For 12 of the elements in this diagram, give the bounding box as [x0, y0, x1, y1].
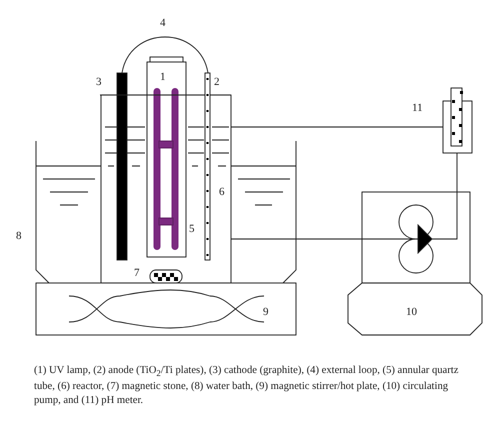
callout-number: 5	[189, 223, 194, 235]
callout-number: 11	[412, 102, 423, 114]
callout-number: 3	[96, 76, 102, 88]
callout-number: 4	[160, 17, 166, 29]
callout-number: 1	[160, 71, 166, 83]
callout-number: 7	[134, 267, 140, 279]
callout-number: 2	[214, 76, 220, 88]
callout-number: 8	[16, 230, 22, 242]
callout-number: 6	[219, 186, 224, 198]
callout-number: 9	[263, 306, 268, 318]
callout-number: 10	[406, 306, 417, 318]
figure-caption: (1) UV lamp, (2) anode (TiO$_{2}$/Ti plates), (3) cathode (graphite), (4) external loop, (5) annular quartz tube, (6) reactor, (7) magnetic stone, (8) water bath, (9) magnetic stirrer/hot plate, (10) circulating pump, and (11) pH meter.	[34, 364, 460, 408]
